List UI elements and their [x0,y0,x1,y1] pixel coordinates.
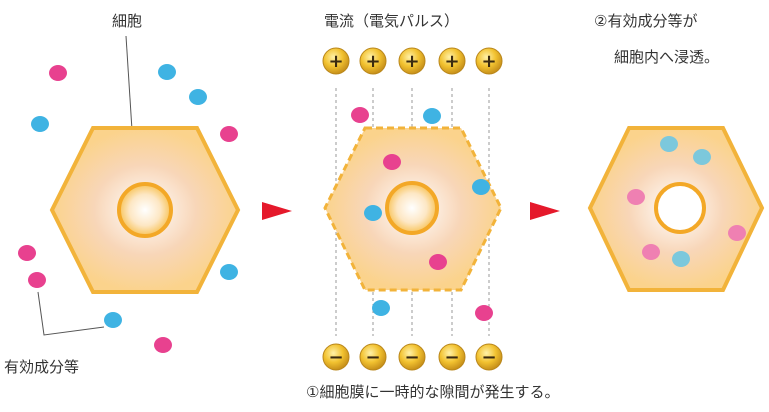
electric-field-lines [335,88,490,336]
ingredient-particle [372,300,390,316]
ingredient-particle [31,116,49,132]
negative-charge-icon: − [322,343,350,371]
ingredient-particle [364,205,382,221]
ingredient-particle [351,107,369,123]
negative-charge-icon-symbol: − [481,347,496,368]
ingredient-particle [693,149,711,165]
ingredients-label-leader [37,291,105,336]
ingredient-particle [423,108,441,124]
ingredient-particle [220,264,238,280]
positive-charge-icon-symbol: + [481,51,496,72]
left-panel: 細胞 有効成分等 [4,12,241,376]
caption: ①細胞膜に一時的な隙間が発生する。 [306,383,559,401]
ingredient-particle [104,312,122,328]
arrow-right-icon [530,202,560,220]
ingredient-particle [627,189,645,205]
positive-charge-icon: + [398,47,426,75]
negative-charge-icon-symbol: − [365,347,380,368]
ingredients-label: 有効成分等 [4,358,79,376]
ingredient-particle [672,251,690,267]
positive-charge-icon-symbol: + [328,51,343,72]
result-label-line1: ②有効成分等が [594,12,697,30]
ingredient-particle [660,136,678,152]
negative-charge-icon: − [359,343,387,371]
positive-charge-icon: + [475,47,503,75]
middle-panel: 電流（電気パルス） + + + + + − − − − − ①細胞膜に一時的な隙間が発生する。 [306,12,559,401]
positive-charge-icon-symbol: + [404,51,419,72]
nucleus-result [654,182,706,234]
ingredient-particle [728,225,746,241]
ingredient-particle [642,244,660,260]
nucleus-porated [385,181,439,235]
ingredient-particle [220,126,238,142]
positive-charge-icon: + [322,47,350,75]
right-panel: ②有効成分等が 細胞内へ浸透。 [587,12,765,292]
ingredient-particle [158,64,176,80]
negative-charge-icon: − [475,343,503,371]
ingredient-particle [189,89,207,105]
arrow-right-icon [262,202,292,220]
cell-label-leader [125,35,133,131]
ingredient-particle [475,305,493,321]
negative-charge-row: −−−−− [322,343,503,371]
ingredient-particle [28,272,46,288]
nucleus-intact [117,182,173,238]
negative-charge-icon-symbol: − [444,347,459,368]
current-label: 電流（電気パルス） [324,12,459,30]
ingredient-particle [49,65,67,81]
cell-label: 細胞 [112,12,142,30]
ingredient-particle [18,245,36,261]
negative-charge-icon: − [398,343,426,371]
negative-charge-icon-symbol: − [404,347,419,368]
positive-charge-icon-symbol: + [365,51,380,72]
ingredient-particle [429,254,447,270]
ingredient-particle [472,179,490,195]
positive-charge-icon: + [438,47,466,75]
result-label-line2: 細胞内へ浸透。 [614,48,719,66]
ingredient-particle [383,154,401,170]
negative-charge-icon: − [438,343,466,371]
ingredient-particle [154,337,172,353]
negative-charge-icon-symbol: − [328,347,343,368]
positive-charge-icon-symbol: + [444,51,459,72]
positive-charge-row: + + + + + [322,47,503,75]
positive-charge-icon: + [359,47,387,75]
